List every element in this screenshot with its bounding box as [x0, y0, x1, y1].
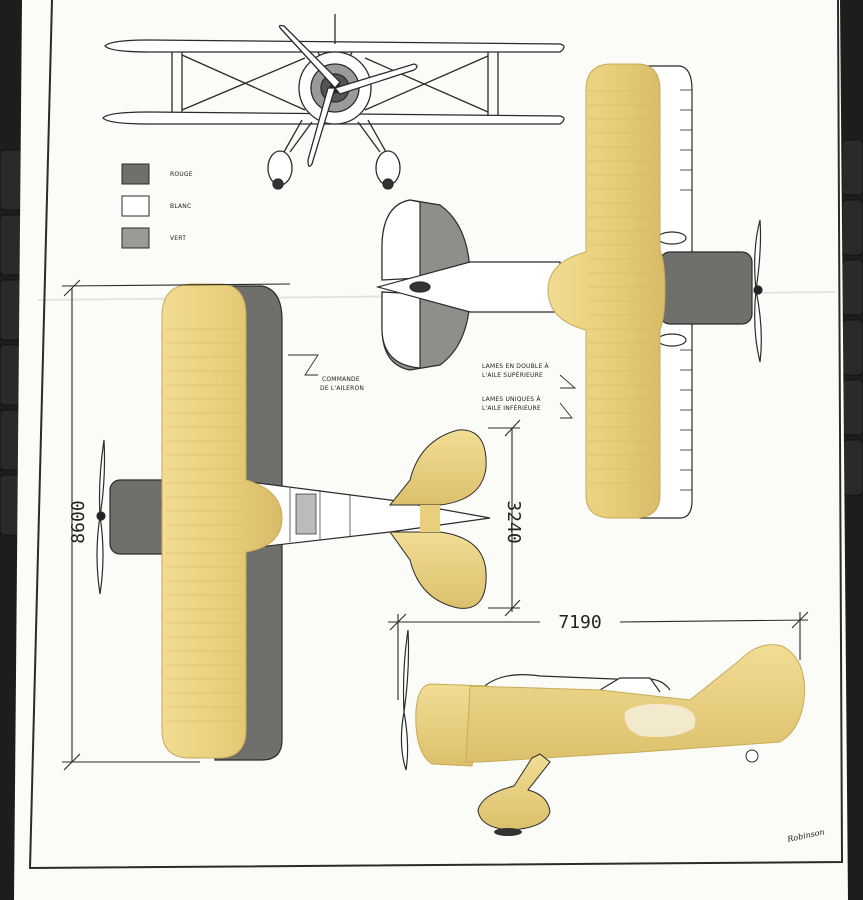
keyboard-right [841, 139, 863, 496]
aileron-annotation: COMMANDE DE L'AILERON [288, 354, 364, 392]
color-legend: ROUGE BLANC VERT [121, 163, 193, 249]
dimension-span-value: 8600 [68, 500, 89, 543]
legend-label-rouge: ROUGE [170, 171, 193, 178]
legend-label-blanc: BLANC [170, 203, 191, 210]
legend-swatch-rouge [121, 163, 150, 185]
label-aileron-2: DE L'AILERON [320, 385, 364, 392]
label-aileron-1: COMMANDE [322, 376, 360, 383]
label-lames-uniques-1: LAMES UNIQUES À [482, 396, 541, 403]
lames-annotations: LAMES EN DOUBLE À L'AILE SUPÉRIEURE LAME… [482, 363, 577, 419]
legend-swatch-vert [121, 227, 150, 249]
keyboard-left [0, 149, 25, 536]
label-lames-uniques-2: L'AILE INFÉRIEURE [482, 404, 541, 412]
legend-label-vert: VERT [170, 235, 186, 242]
dimension-span [61, 279, 291, 771]
legend-swatch-blanc [121, 195, 150, 217]
resin-wing-left [161, 283, 283, 759]
label-lames-double-1: LAMES EN DOUBLE À [482, 363, 550, 370]
resin-tailplane [388, 429, 487, 609]
front-view [102, 14, 565, 190]
resin-fuselage-side [415, 644, 806, 836]
dimension-tail [488, 419, 521, 617]
resin-wing-right [547, 63, 666, 519]
drawing-frame [28, 0, 844, 870]
side-view [400, 629, 671, 771]
dimension-length [388, 611, 809, 700]
label-lames-double-2: L'AILE SUPÉRIEURE [482, 371, 543, 379]
dimension-length-value: 7190 [558, 612, 601, 633]
dimension-tail-value: 3240 [503, 500, 524, 543]
